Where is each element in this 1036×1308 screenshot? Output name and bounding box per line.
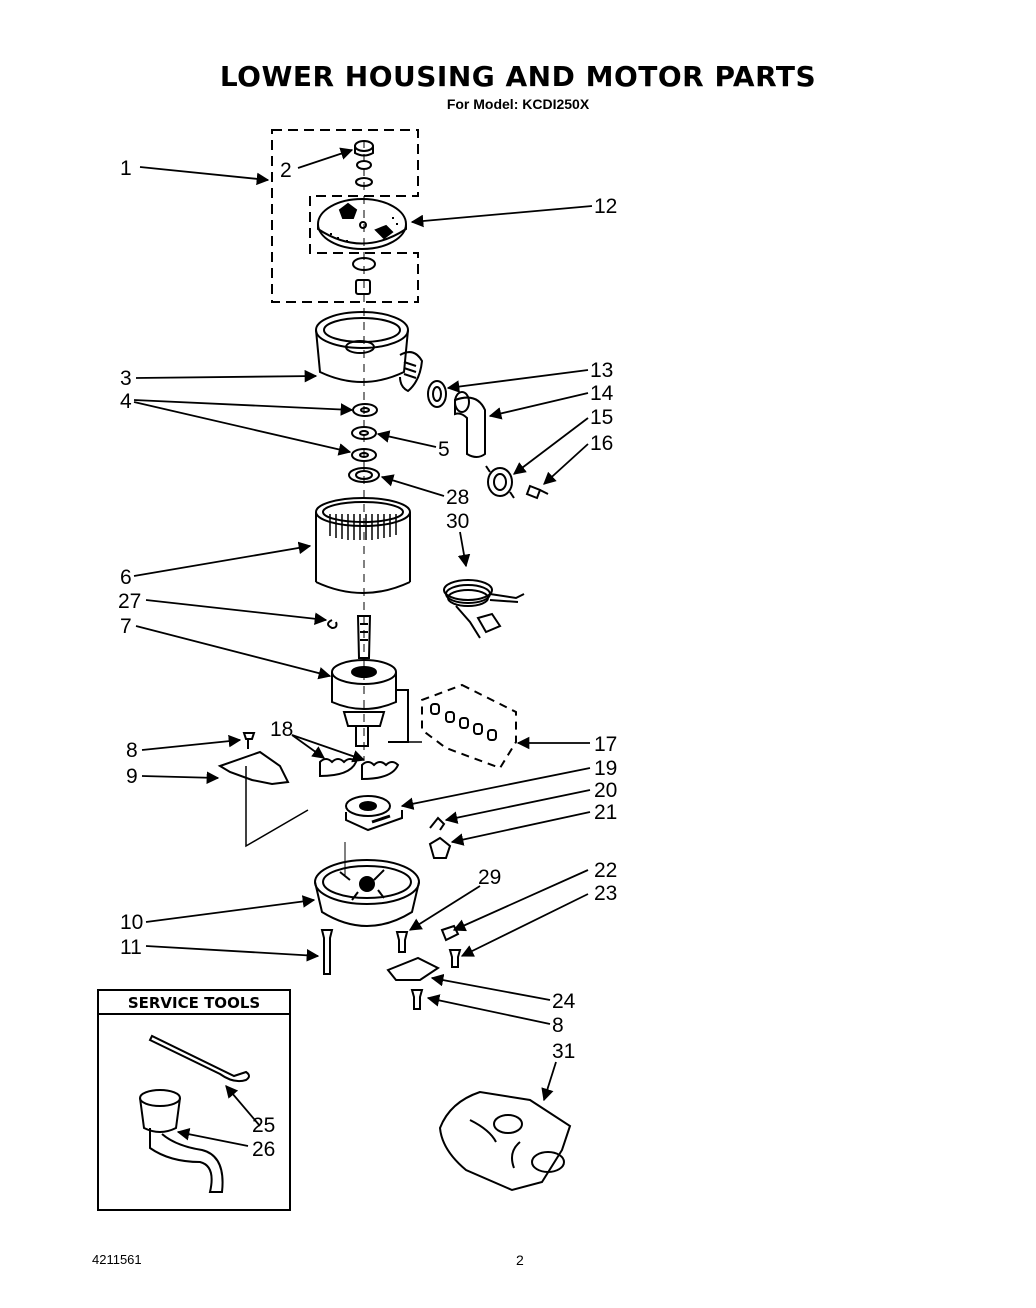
part-19-switch-plate: [345, 795, 403, 832]
callout-25: 25: [252, 1114, 275, 1137]
part-8-screw-lower: [410, 989, 424, 1010]
part-29-screw: [395, 931, 409, 953]
callout-14: 14: [590, 382, 614, 405]
document-number: 4211561: [92, 1252, 142, 1267]
part-24-plate: [386, 956, 440, 981]
callout-26: 26: [252, 1138, 275, 1161]
part-25-wrench: [148, 1034, 250, 1083]
callout-8-lower: 8: [552, 1014, 564, 1037]
part-18-springs: [319, 758, 400, 781]
callout-21: 21: [594, 801, 617, 824]
callout-27: 27: [118, 590, 141, 613]
part-21-button: [428, 836, 452, 859]
callout-20: 20: [594, 779, 617, 802]
part-17-dashed-assembly: [421, 683, 517, 770]
callout-16: 16: [590, 432, 613, 455]
callout-labels: 1 2 12 3 4 5 28 13 14 15 16 30 6 27 7 17…: [118, 157, 617, 1161]
callout-4: 4: [120, 390, 132, 413]
callout-8-upper: 8: [126, 739, 138, 762]
model-subtitle: For Model: KCDI250X: [446, 96, 590, 112]
part-16-screw: [525, 484, 549, 500]
assembly-1-dashed-outline: [271, 129, 419, 303]
part-7-rotor: [331, 615, 409, 747]
callout-15: 15: [590, 406, 613, 429]
part-23-screw: [448, 949, 462, 968]
callout-24: 24: [552, 990, 576, 1013]
part-4-washer-lower: [351, 448, 377, 462]
page-title: LOWER HOUSING AND MOTOR PARTS: [219, 60, 817, 93]
callout-9: 9: [126, 765, 138, 788]
part-2-nut: [354, 140, 374, 187]
part-28-seal: [348, 467, 380, 483]
part-15-flange: [485, 465, 515, 499]
callout-12: 12: [594, 195, 617, 218]
callout-18: 18: [270, 718, 293, 741]
callout-19: 19: [594, 757, 617, 780]
part-17-contacts: [430, 703, 497, 741]
part-3-lower-housing: [315, 311, 424, 393]
callout-13: 13: [590, 359, 613, 382]
part-22-nut: [440, 924, 460, 942]
part-9-plate: [217, 750, 290, 786]
callout-3: 3: [120, 367, 132, 390]
callout-17: 17: [594, 733, 617, 756]
callout-28: 28: [446, 486, 469, 509]
part-27-clip: [327, 619, 338, 630]
callout-6: 6: [120, 566, 132, 589]
part-10-end-bell: [314, 842, 420, 927]
part-11-bolt: [320, 929, 334, 975]
part-4-washer-upper: [352, 403, 378, 417]
part-12-turntable: [317, 198, 407, 250]
part-washer-upper: [352, 257, 376, 271]
callout-23: 23: [594, 882, 617, 905]
callout-1: 1: [120, 157, 132, 180]
callout-2: 2: [280, 159, 292, 182]
part-31-bag: [438, 1090, 572, 1192]
page-number: 2: [516, 1252, 524, 1268]
callout-10: 10: [120, 911, 143, 934]
callout-22: 22: [594, 859, 617, 882]
callout-29: 29: [478, 866, 501, 889]
part-30-power-cord: [443, 579, 525, 639]
part-8-screw-upper: [242, 732, 256, 749]
callout-7: 7: [120, 615, 132, 638]
part-6-stator: [315, 497, 411, 594]
callout-5: 5: [438, 438, 450, 461]
callout-30: 30: [446, 510, 469, 533]
service-tools-title: SERVICE TOOLS: [128, 994, 260, 1012]
part-13-gasket: [427, 380, 447, 408]
part-26-tool: [139, 1089, 224, 1193]
callout-31: 31: [552, 1040, 575, 1063]
part-14-discharge-elbow: [454, 396, 486, 458]
service-tools-box: [97, 989, 291, 1211]
part-20-clip: [429, 816, 446, 831]
part-bushing: [355, 279, 371, 295]
callout-11: 11: [120, 936, 142, 959]
leader-lines: [133, 147, 593, 1147]
part-5-washer: [351, 426, 377, 440]
